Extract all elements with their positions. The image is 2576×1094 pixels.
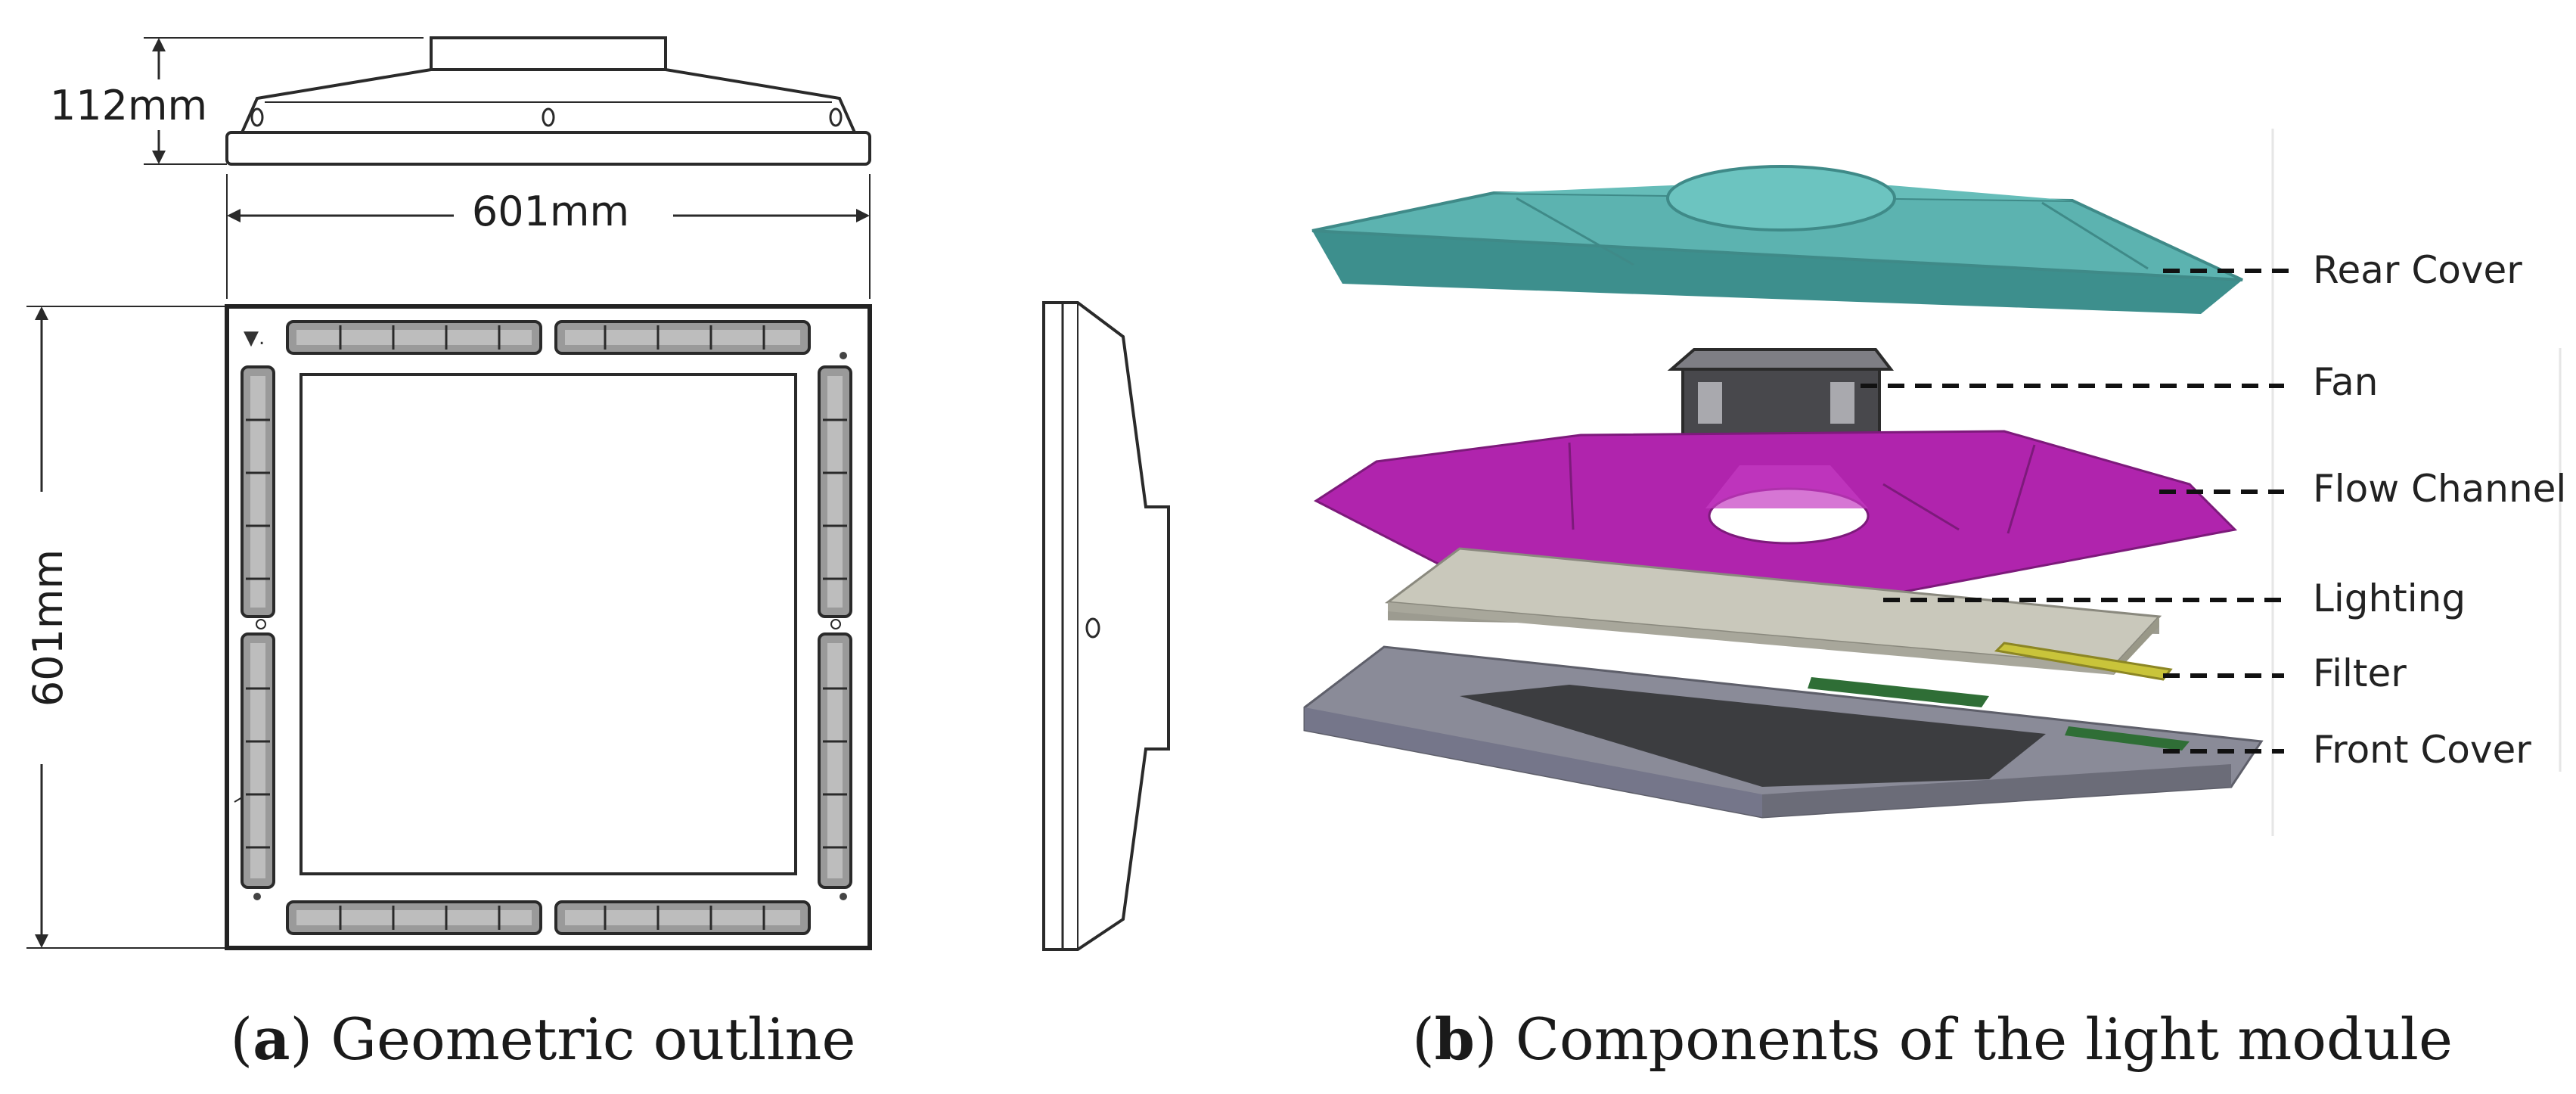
led-strip bbox=[554, 320, 811, 355]
profile-view-drawing bbox=[1042, 301, 1170, 951]
height-dimension-label: 112mm bbox=[50, 82, 207, 129]
led-strip bbox=[241, 632, 275, 889]
led-strip bbox=[286, 320, 542, 355]
led-strip bbox=[818, 632, 852, 889]
panel-a: 112mm 601mm 601mm ▼. bbox=[24, 36, 1170, 1073]
depth-dimension: 601mm bbox=[24, 306, 227, 949]
component-labels: Rear Cover Fan Flow Channel Lighting Fil… bbox=[2313, 248, 2566, 772]
rear-cover-label: Rear Cover bbox=[2313, 248, 2522, 292]
led-strip bbox=[241, 365, 275, 618]
panel-b-letter: b bbox=[1435, 1005, 1475, 1073]
leader-lines bbox=[1861, 269, 2292, 754]
led-strip bbox=[554, 900, 811, 935]
svg-text:▼.: ▼. bbox=[244, 327, 265, 350]
panel-a-letter: a bbox=[253, 1005, 290, 1073]
filter-label: Filter bbox=[2313, 651, 2407, 695]
lighting-part bbox=[1384, 547, 2162, 675]
lighting-label: Lighting bbox=[2313, 577, 2466, 620]
width-dimension: 601mm bbox=[226, 174, 871, 299]
flow-channel-label: Flow Channel bbox=[2313, 467, 2566, 511]
height-dimension: 112mm bbox=[50, 37, 424, 165]
width-dimension-label: 601mm bbox=[472, 188, 629, 235]
panel-a-caption-text: Geometric outline bbox=[331, 1005, 855, 1073]
plan-view-drawing: ▼. bbox=[225, 304, 872, 950]
side-view-drawing bbox=[225, 36, 871, 166]
panel-b-caption-text: Components of the light module bbox=[1516, 1005, 2453, 1073]
panel-b: Rear Cover Fan Flow Channel Lighting Fil… bbox=[1303, 129, 2566, 1073]
panel-a-caption: (a) Geometric outline bbox=[231, 1005, 856, 1073]
fan-label: Fan bbox=[2313, 360, 2379, 404]
rear-cover-part bbox=[1311, 165, 2243, 314]
depth-dimension-label: 601mm bbox=[24, 549, 72, 707]
led-strip bbox=[818, 365, 852, 618]
front-cover-label: Front Cover bbox=[2313, 728, 2531, 772]
led-strip bbox=[286, 900, 542, 935]
panel-b-caption: (b) Components of the light module bbox=[1412, 1005, 2453, 1073]
front-cover-part bbox=[1303, 645, 2264, 819]
